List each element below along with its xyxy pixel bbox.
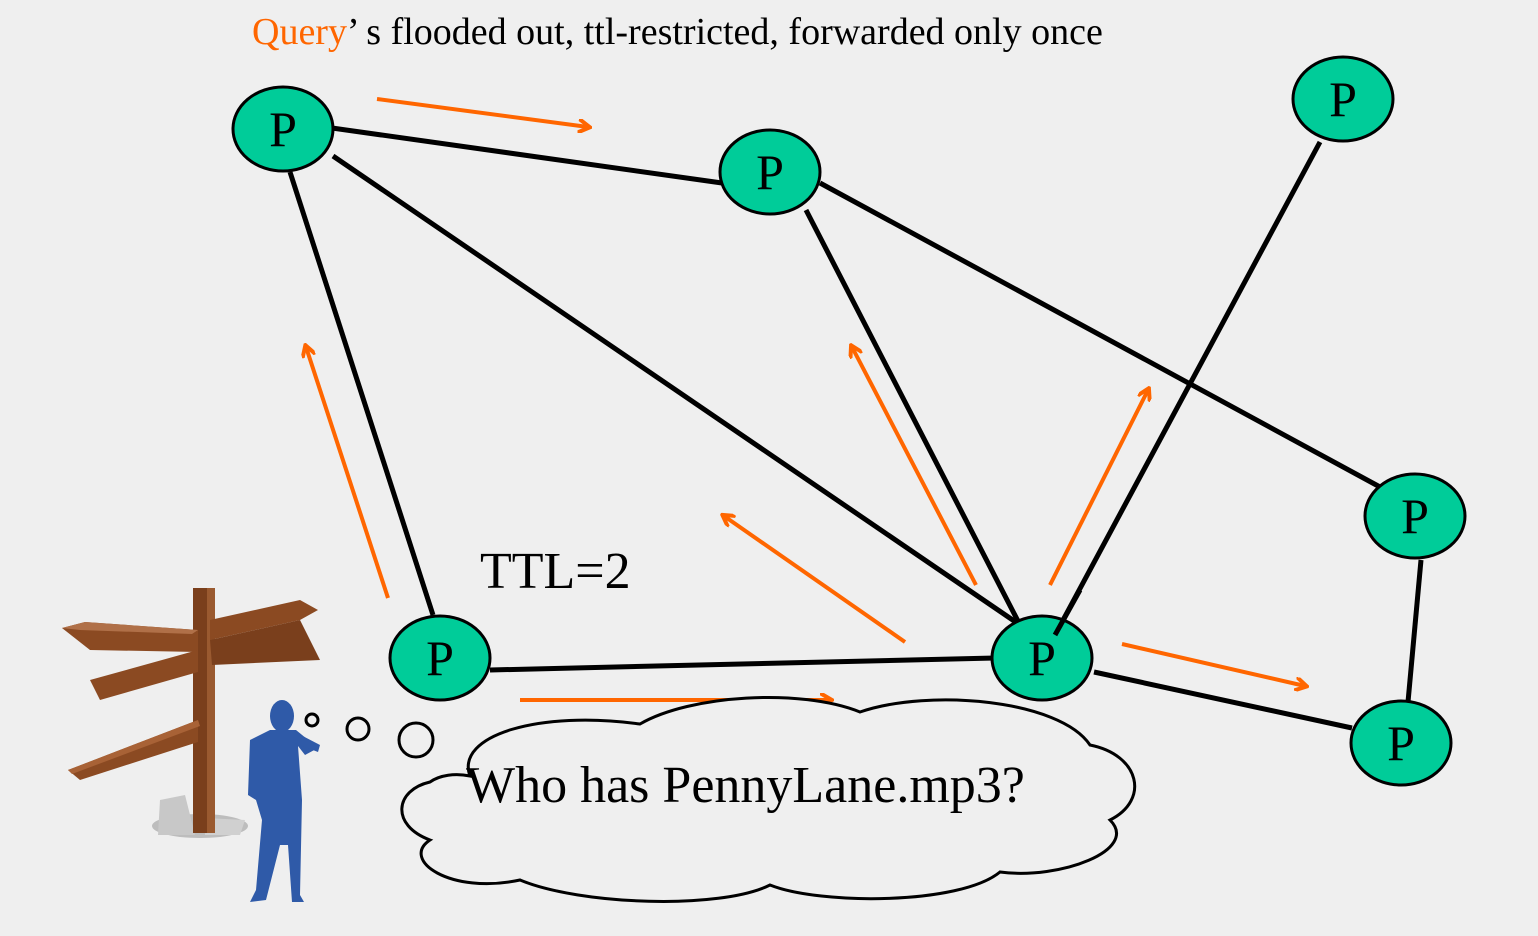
cloud-text: Who has PennyLane.mp3? <box>466 757 1025 814</box>
thought-cloud-icon <box>304 696 1137 903</box>
title-accent: Query <box>252 11 347 53</box>
edge <box>1052 588 1083 637</box>
edge <box>331 153 1022 628</box>
edge <box>287 171 436 616</box>
edge <box>1052 140 1323 637</box>
peer-node[interactable]: P <box>1349 699 1453 787</box>
query-arrow <box>1121 642 1305 686</box>
peer-node[interactable]: P <box>990 614 1094 702</box>
edge <box>489 655 996 673</box>
edge <box>331 125 723 186</box>
peer-node-label: P <box>756 144 784 200</box>
thinking-person-icon <box>248 700 320 902</box>
peer-node[interactable]: P <box>231 85 335 173</box>
peer-nodes: P P P P P P P <box>231 55 1467 787</box>
edge <box>803 208 1023 627</box>
peer-node[interactable]: P <box>1291 55 1395 143</box>
edge <box>1093 669 1353 731</box>
signpost-icon <box>62 588 320 838</box>
edges <box>287 125 1424 731</box>
edge <box>1405 559 1424 703</box>
query-arrow <box>376 97 588 127</box>
peer-node-label: P <box>426 630 454 686</box>
page-title: Query’ s flooded out, ttl-restricted, fo… <box>252 10 1103 54</box>
peer-node[interactable]: P <box>1363 472 1467 560</box>
query-arrow <box>852 347 978 586</box>
peer-node-label: P <box>1329 71 1357 127</box>
ttl-label: TTL=2 <box>480 543 631 600</box>
title-rest: ’ s flooded out, ttl-restricted, forward… <box>346 11 1103 53</box>
query-arrows <box>306 97 1305 700</box>
query-arrow <box>306 347 390 599</box>
query-arrow <box>724 516 907 644</box>
peer-node[interactable]: P <box>388 614 492 702</box>
peer-node[interactable]: P <box>718 128 822 216</box>
peer-node-label: P <box>269 101 297 157</box>
peer-node-label: P <box>1028 630 1056 686</box>
peer-node-label: P <box>1401 488 1429 544</box>
edge <box>818 180 1382 490</box>
query-arrow <box>1048 390 1148 586</box>
peer-node-label: P <box>1387 715 1415 771</box>
